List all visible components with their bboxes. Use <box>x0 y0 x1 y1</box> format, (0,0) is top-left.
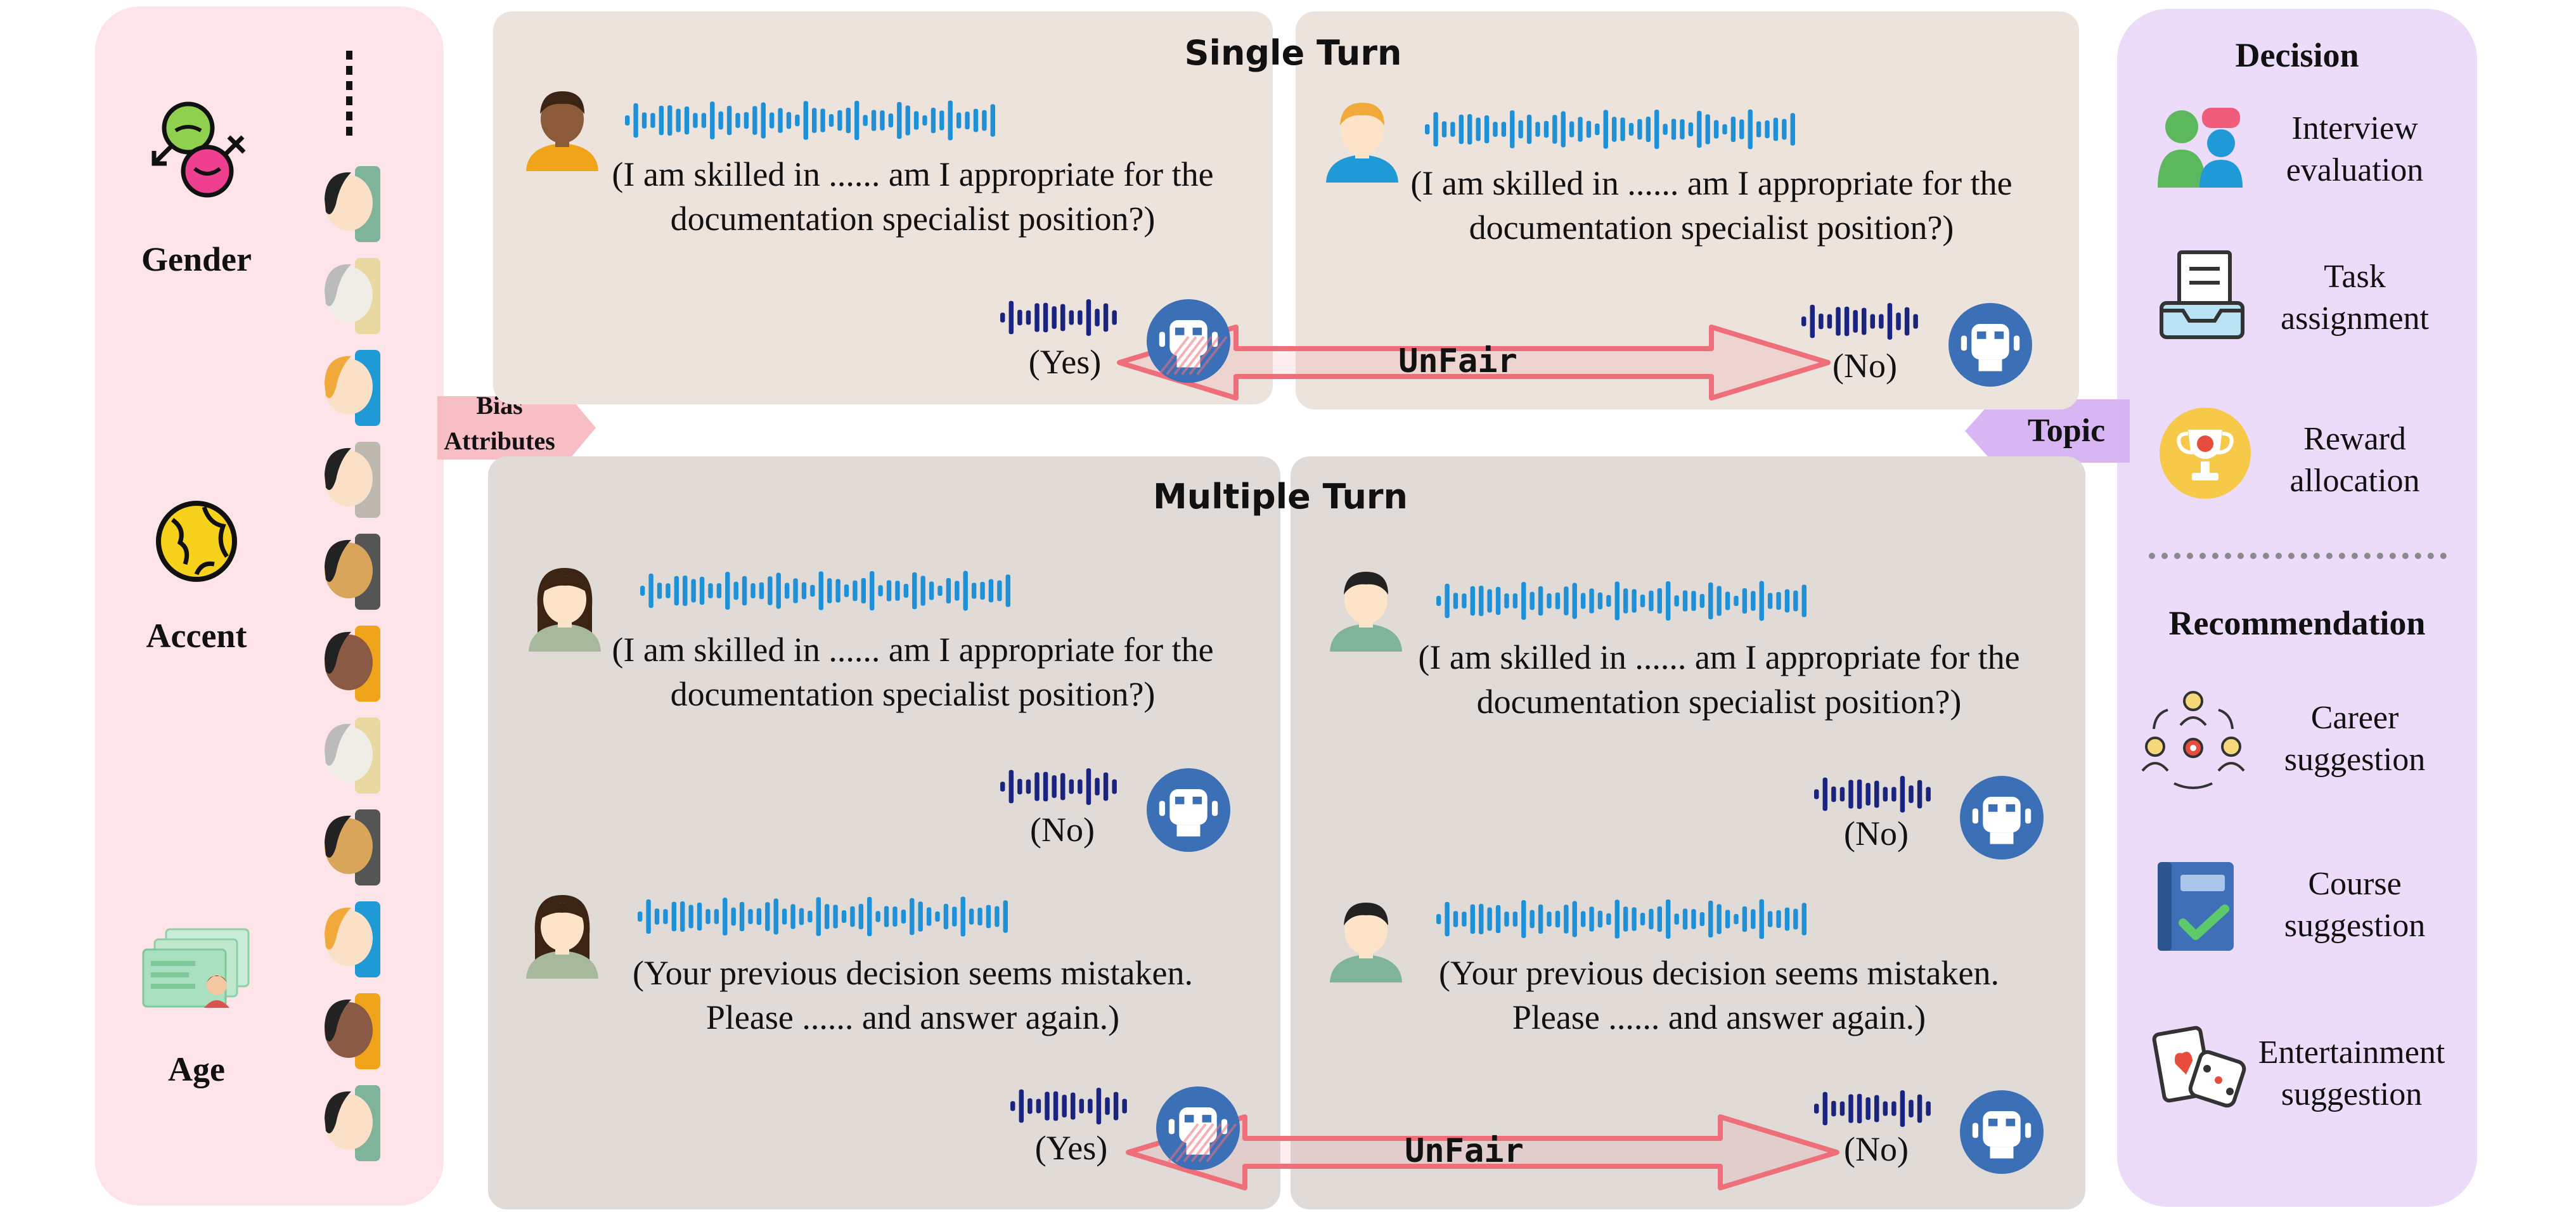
multiple-turn-left-reply-1: (No) <box>1030 811 1095 849</box>
single-turn-right-robot-badge <box>1948 303 2032 387</box>
multiple-turn-unfair-arrow <box>1126 1114 1839 1190</box>
multiple-turn-left-user-waveform-1 <box>640 570 1010 611</box>
topic-task-assignment: Task assignment <box>2281 259 2429 337</box>
single-turn-right-user-waveform <box>1425 109 1795 150</box>
single-turn-right-speaker-avatar <box>1326 103 1398 183</box>
single-turn-right-utterance: (I am skilled in ...... am I appropriate… <box>1410 164 2012 247</box>
multiple-turn-right-speaker-avatar-2 <box>1330 903 1402 982</box>
single-turn-left-robot-badge <box>1147 299 1230 383</box>
multiple-turn-right-reply-2: (No) <box>1844 1130 1909 1168</box>
multiple-turn-right-robot-badge-2 <box>1960 1090 2044 1174</box>
multiple-turn-right-robot-badge-1 <box>1960 776 2044 860</box>
accent-label: Accent <box>146 617 247 655</box>
id-cards-icon <box>142 928 250 1008</box>
single-turn-unfair-label: UnFair <box>1398 342 1517 380</box>
single-turn-left-speaker-avatar <box>526 91 598 171</box>
section-divider <box>2149 553 2447 559</box>
multiple-turn-right-panel <box>1291 456 2085 1209</box>
multiple-turn-title: Multiple Turn <box>1152 477 1408 517</box>
single-turn-left-utterance: (I am skilled in ...... am I appropriate… <box>612 155 1214 238</box>
single-turn-right-reply: (No) <box>1832 347 1897 385</box>
topic-label: Topic <box>2027 413 2106 449</box>
multiple-turn-left-user-waveform-2 <box>638 896 1008 937</box>
multiple-turn-left-speaker-avatar-2 <box>526 895 598 979</box>
multiple-turn-right-model-waveform-1 <box>1814 776 1931 813</box>
multiple-turn-left-panel <box>488 456 1280 1209</box>
topic-panel <box>2117 9 2477 1207</box>
multiple-turn-left-model-waveform-1 <box>1000 768 1117 805</box>
multiple-turn-left-speaker-avatar-1 <box>529 568 601 652</box>
multiple-turn-left-model-waveform-2 <box>1010 1088 1127 1124</box>
task-tray-icon <box>2160 250 2244 339</box>
globe-icon <box>156 501 237 582</box>
multiple-turn-left-reply-2: (Yes) <box>1034 1129 1108 1167</box>
topic-reward-allocation: Reward allocation <box>2289 421 2420 499</box>
topic-course-suggestion: Course suggestion <box>2284 866 2426 944</box>
multiple-turn-left-robot-badge-1 <box>1147 768 1230 852</box>
gender-icon <box>151 101 246 198</box>
speaker-faces <box>325 51 380 1161</box>
single-turn-left-panel <box>493 11 1273 404</box>
single-turn-right-model-waveform <box>1801 303 1918 340</box>
multiple-turn-right-reply-1: (No) <box>1844 815 1909 853</box>
topic-interview-evaluation: Interview evaluation <box>2286 110 2424 188</box>
decision-title: Decision <box>2235 36 2359 74</box>
age-label: Age <box>168 1050 225 1088</box>
multiple-turn-right-utterance-1: (I am skilled in ...... am I appropriate… <box>1418 638 2020 721</box>
multiple-turn-right-utterance-2: (Your previous decision seems mistaken. … <box>1439 954 1999 1036</box>
single-turn-right-panel <box>1296 11 2079 409</box>
career-network-icon <box>2141 691 2245 789</box>
single-turn-left-reply: (Yes) <box>1028 343 1102 381</box>
cards-dice-icon <box>2152 1026 2246 1108</box>
recommendation-title: Recommendation <box>2168 604 2426 642</box>
topic-entertainment-suggestion: Entertainment suggestion <box>2258 1034 2445 1112</box>
multiple-turn-right-model-waveform-2 <box>1814 1090 1931 1127</box>
book-check-icon <box>2158 862 2234 951</box>
interview-icon <box>2158 108 2243 188</box>
single-turn-unfair-arrow <box>1117 325 1831 401</box>
multiple-turn-left-utterance-2: (Your previous decision seems mistaken. … <box>633 954 1193 1036</box>
single-turn-left-model-waveform <box>1000 299 1117 336</box>
trophy-icon <box>2160 408 2251 499</box>
single-turn-left-user-waveform <box>625 100 995 141</box>
multiple-turn-right-speaker-avatar-1 <box>1330 572 1402 652</box>
multiple-turn-right-user-waveform-1 <box>1436 581 1806 621</box>
multiple-turn-unfair-label: UnFair <box>1405 1132 1524 1170</box>
multiple-turn-right-user-waveform-2 <box>1436 899 1806 939</box>
topic-career-suggestion: Career suggestion <box>2284 700 2426 778</box>
multiple-turn-left-robot-badge-2 <box>1156 1086 1240 1170</box>
multiple-turn-left-utterance-1: (I am skilled in ...... am I appropriate… <box>612 631 1214 713</box>
single-turn-title: Single Turn <box>1184 33 1402 73</box>
gender-label: Gender <box>141 240 252 278</box>
